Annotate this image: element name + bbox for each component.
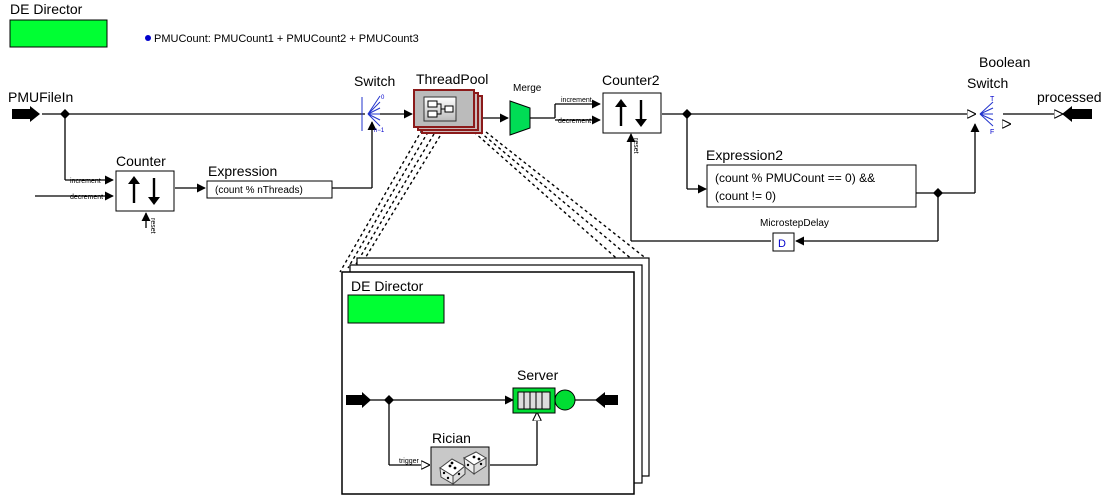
boolean-switch-label-line1: Boolean xyxy=(979,54,1030,70)
boolean-switch-false-port: F xyxy=(990,129,994,136)
counter-label: Counter xyxy=(116,153,166,169)
threadpool-actor[interactable] xyxy=(414,90,482,133)
expression-text: (count % nThreads) xyxy=(215,185,303,196)
top-director-label: DE Director xyxy=(10,1,83,17)
parameter-bullet-icon xyxy=(145,35,151,41)
counter-decrement-port: decrement xyxy=(70,194,103,201)
output-port-icon[interactable] xyxy=(1062,106,1092,122)
switch-port-n1: n−1 xyxy=(374,128,385,134)
expression-label: Expression xyxy=(208,163,277,179)
expression2-label: Expression2 xyxy=(706,147,783,163)
microstep-delay-icon-text: D xyxy=(778,238,786,250)
pmucount-parameter[interactable]: PMUCount: PMUCount1 + PMUCount2 + PMUCou… xyxy=(154,33,419,45)
inner-director-label: DE Director xyxy=(351,278,424,294)
switch-label: Switch xyxy=(354,73,395,89)
merge-actor[interactable] xyxy=(510,101,530,135)
counter2-actor[interactable] xyxy=(603,93,661,133)
composite-actor-icon xyxy=(424,97,456,121)
boolean-switch-true-port: T xyxy=(990,96,995,103)
server-actor[interactable] xyxy=(513,388,575,413)
boolean-switch-actor[interactable]: T F xyxy=(980,96,995,136)
input-port-icon[interactable] xyxy=(12,106,40,122)
expression2-line1: (count % PMUCount == 0) && xyxy=(715,171,875,185)
counter-increment-port: increment xyxy=(70,178,101,185)
expression2-line2: (count != 0) xyxy=(715,189,776,203)
rician-label: Rician xyxy=(432,430,471,446)
counter-reset-port: reset xyxy=(149,218,156,234)
inner-director-icon[interactable] xyxy=(348,295,444,323)
counter2-increment-port: increment xyxy=(561,97,592,104)
counter2-reset-port: reset xyxy=(632,138,639,154)
switch-port-0: 0 xyxy=(381,95,385,101)
rician-actor[interactable] xyxy=(431,447,489,485)
merge-label: Merge xyxy=(513,83,542,94)
server-label: Server xyxy=(517,367,559,383)
rician-trigger-port: trigger xyxy=(399,458,420,465)
output-port-label: processed xyxy=(1037,89,1102,105)
boolean-switch-label-line2: Switch xyxy=(967,75,1008,91)
counter2-label: Counter2 xyxy=(602,72,660,88)
counter-actor[interactable] xyxy=(116,171,174,211)
top-director-icon[interactable] xyxy=(10,20,107,47)
counter2-decrement-port: decrement xyxy=(558,118,591,125)
input-port-label: PMUFileIn xyxy=(8,89,73,105)
threadpool-label: ThreadPool xyxy=(416,71,488,87)
microstep-delay-label: MicrostepDelay xyxy=(760,218,829,229)
